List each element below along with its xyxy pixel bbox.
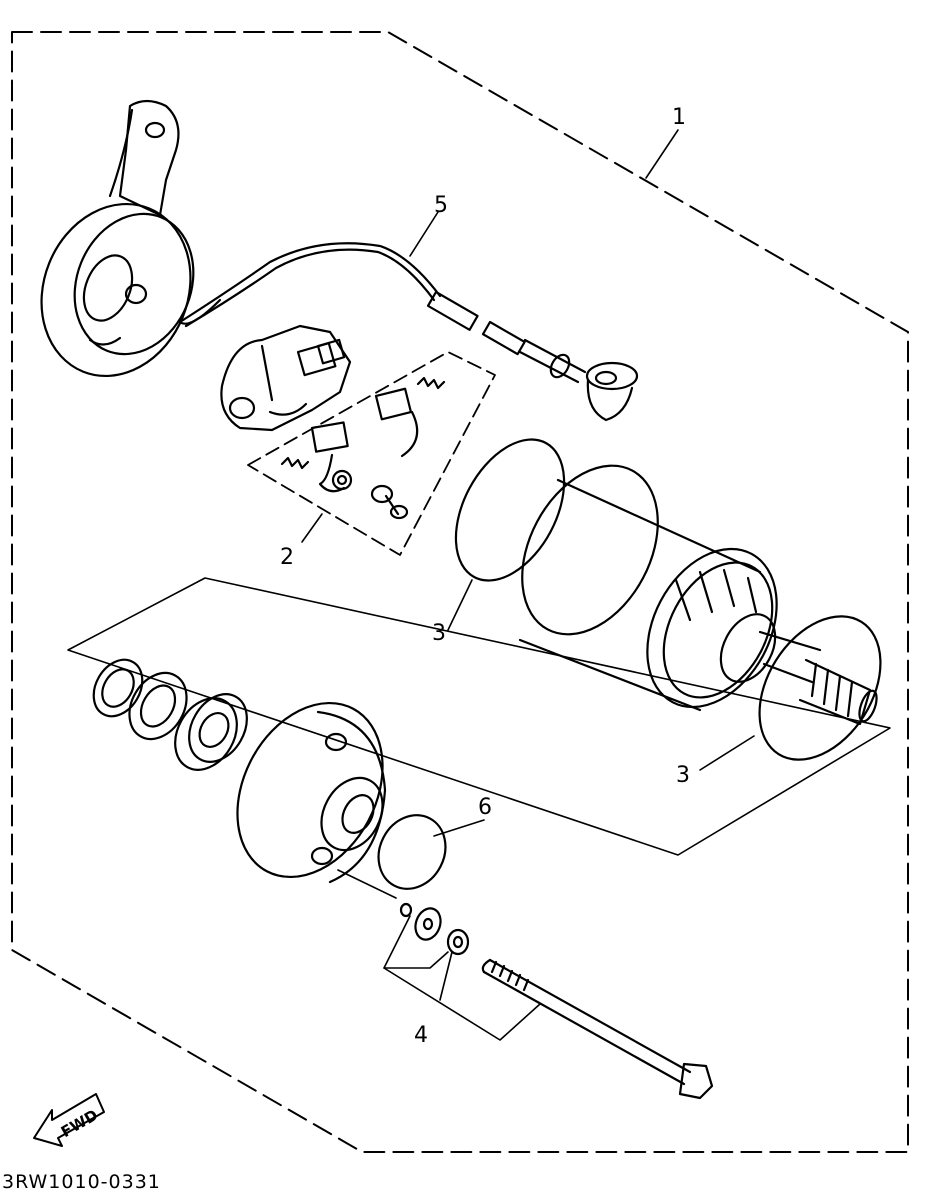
lead-wire — [178, 242, 639, 422]
assembly-boundary-dashed — [11, 31, 909, 1153]
callout-3-rear: 3 — [432, 621, 446, 646]
brush-springs — [280, 376, 446, 470]
lock-washer — [446, 928, 470, 956]
brush-holder — [220, 324, 352, 432]
bearing — [174, 693, 248, 771]
o-ring-cover — [377, 814, 447, 890]
fwd-label: FWD — [58, 1106, 101, 1141]
oil-seal — [92, 658, 144, 718]
brush-set — [310, 387, 419, 493]
callout-6: 6 — [478, 795, 492, 820]
callout-4: 4 — [414, 1023, 428, 1048]
callout-1: 1 — [672, 105, 686, 130]
callout-3-front: 3 — [676, 763, 690, 788]
fwd-arrow-icon: FWD — [33, 1093, 105, 1147]
flat-washer — [414, 907, 442, 941]
o-ring-front — [758, 615, 882, 761]
front-cover — [236, 701, 387, 884]
drawing-code: 3RW1010-0331 — [2, 1171, 161, 1193]
small-o-ring — [399, 902, 413, 918]
o-ring-rear — [454, 438, 566, 582]
leader-lines — [301, 129, 755, 1041]
through-bolt — [481, 958, 714, 1100]
front-cover-group-boundary — [67, 577, 891, 856]
callout-5: 5 — [434, 193, 448, 218]
brush-kit-boundary — [247, 351, 496, 556]
callout-2: 2 — [280, 545, 294, 570]
washer-plate — [128, 671, 188, 741]
brush-screw — [370, 484, 409, 520]
armature-shaft — [798, 658, 878, 726]
rear-cover — [40, 99, 222, 378]
armature-yoke — [518, 464, 822, 712]
